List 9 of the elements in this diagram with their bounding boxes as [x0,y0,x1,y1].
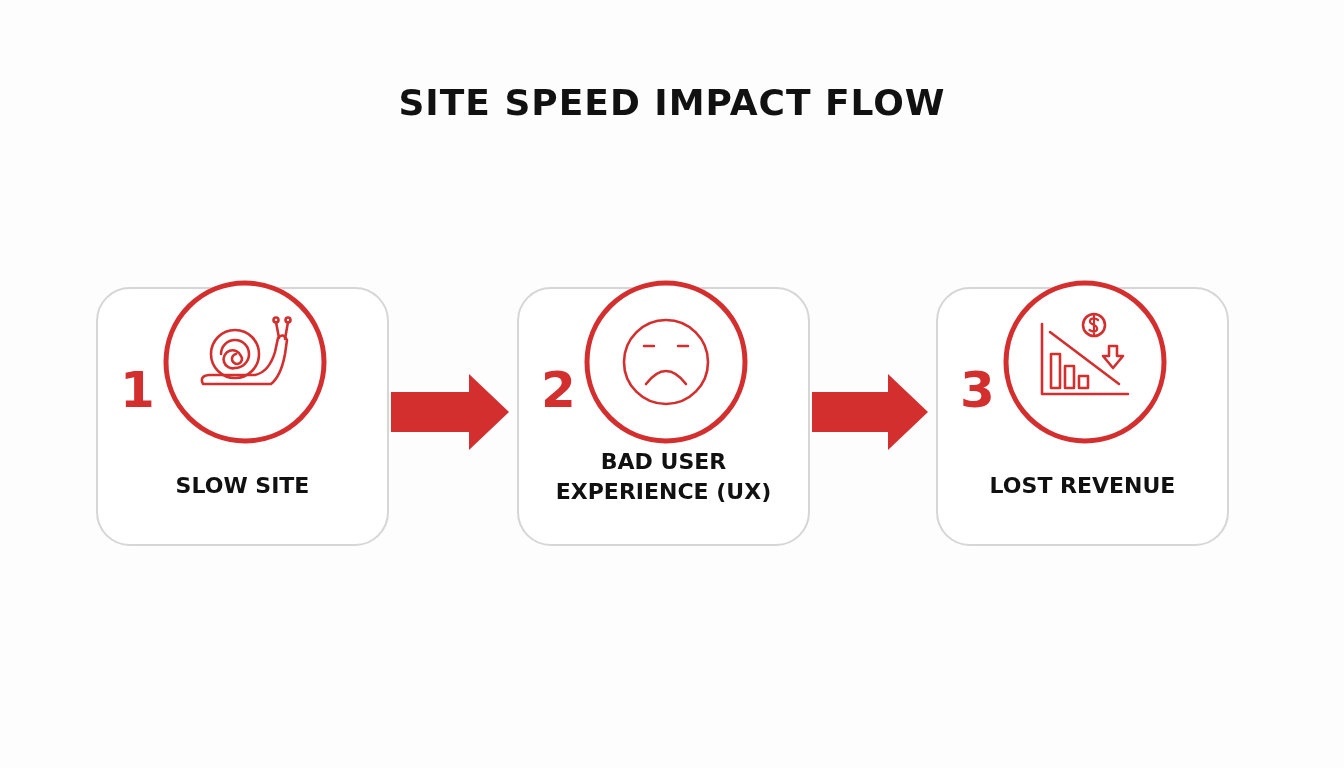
step-label: BAD USER EXPERIENCE (UX) [554,448,773,506]
block-arrow [391,374,509,450]
diagram-title: SITE SPEED IMPACT FLOW [397,82,947,123]
block-arrow [812,374,928,450]
step-number: 3 [960,365,995,415]
step-label: SLOW SITE [174,472,311,500]
step-label: LOST REVENUE [988,472,1177,500]
step-number: 1 [120,365,155,415]
step-number: 2 [541,365,576,415]
